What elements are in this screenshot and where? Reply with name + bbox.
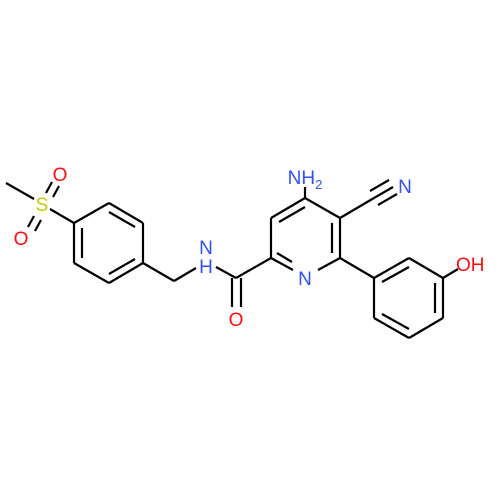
bond-pyr-c4-c3 (304, 197, 341, 219)
bond-bz-c5-c6 (108, 202, 144, 224)
bond-bz-c1-c2 (108, 262, 144, 284)
bond-s-methyl (5, 182, 35, 200)
bond-ph-c4-c5 (408, 317, 444, 339)
carbonyl-o-label: O (229, 310, 244, 331)
bond-bz-c4-c5 (73, 202, 110, 224)
bond-ph-c1-c2 (373, 257, 410, 279)
amino-label: NH2 (288, 168, 323, 192)
bond-ph-c5-c6-inner (381, 313, 410, 330)
bond-carbonyl-n (215, 266, 237, 279)
bond-pyr-n1-c6-inner (276, 252, 293, 263)
nitrile-n-label: N (398, 177, 412, 198)
sulfonyl-o-bottom-label: O (14, 229, 29, 250)
bond-c2-phenyl (339, 257, 375, 279)
amide-h-label: H (199, 257, 213, 278)
hydroxyl-label: OH (456, 255, 485, 276)
bond-pyr-c2-n1 (317, 257, 341, 271)
bond-nitrile-triple-3 (377, 193, 398, 206)
bond-s-o-bottom-2 (34, 219, 42, 232)
bond-bz-c5-c6-inner (108, 211, 136, 228)
bond-nitrile-triple-2 (369, 179, 390, 192)
sulfonyl-o-top-label: O (53, 165, 68, 186)
bond-bz-c1-c2-inner (108, 258, 136, 275)
atom-label-layer: NH2 N OH N N H O S O O (14, 165, 485, 331)
bond-bz-c2-c3 (73, 262, 110, 284)
bond-pyr-n1-c6 (270, 257, 294, 271)
bond-pyr-c5-c4-inner (278, 206, 306, 223)
bond-layer (5, 179, 459, 339)
bond-bz-s (49, 208, 75, 224)
pyridine-n-label: N (298, 269, 312, 290)
bond-ph-c3-oh (442, 268, 459, 279)
bond-s-o-top-1 (45, 181, 53, 194)
sulfonyl-s-label: S (36, 195, 49, 216)
bond-ph-c1-c2-inner (381, 266, 410, 283)
bond-ph-c2-c3 (408, 257, 444, 279)
bond-c3-cn-carbon (339, 197, 375, 219)
bond-s-o-top-2 (52, 185, 60, 198)
bond-c6-carbonyl (235, 257, 272, 279)
bond-pyr-c5-c4 (270, 197, 306, 219)
bond-n-ch2 (173, 267, 197, 282)
amide-n-label: N (199, 238, 213, 259)
bond-ph-c5-c6 (373, 317, 410, 339)
bond-ch2-benzyl (142, 262, 175, 282)
bond-s-o-bottom-1 (27, 215, 35, 228)
bond-nitrile-triple-1 (373, 186, 394, 199)
